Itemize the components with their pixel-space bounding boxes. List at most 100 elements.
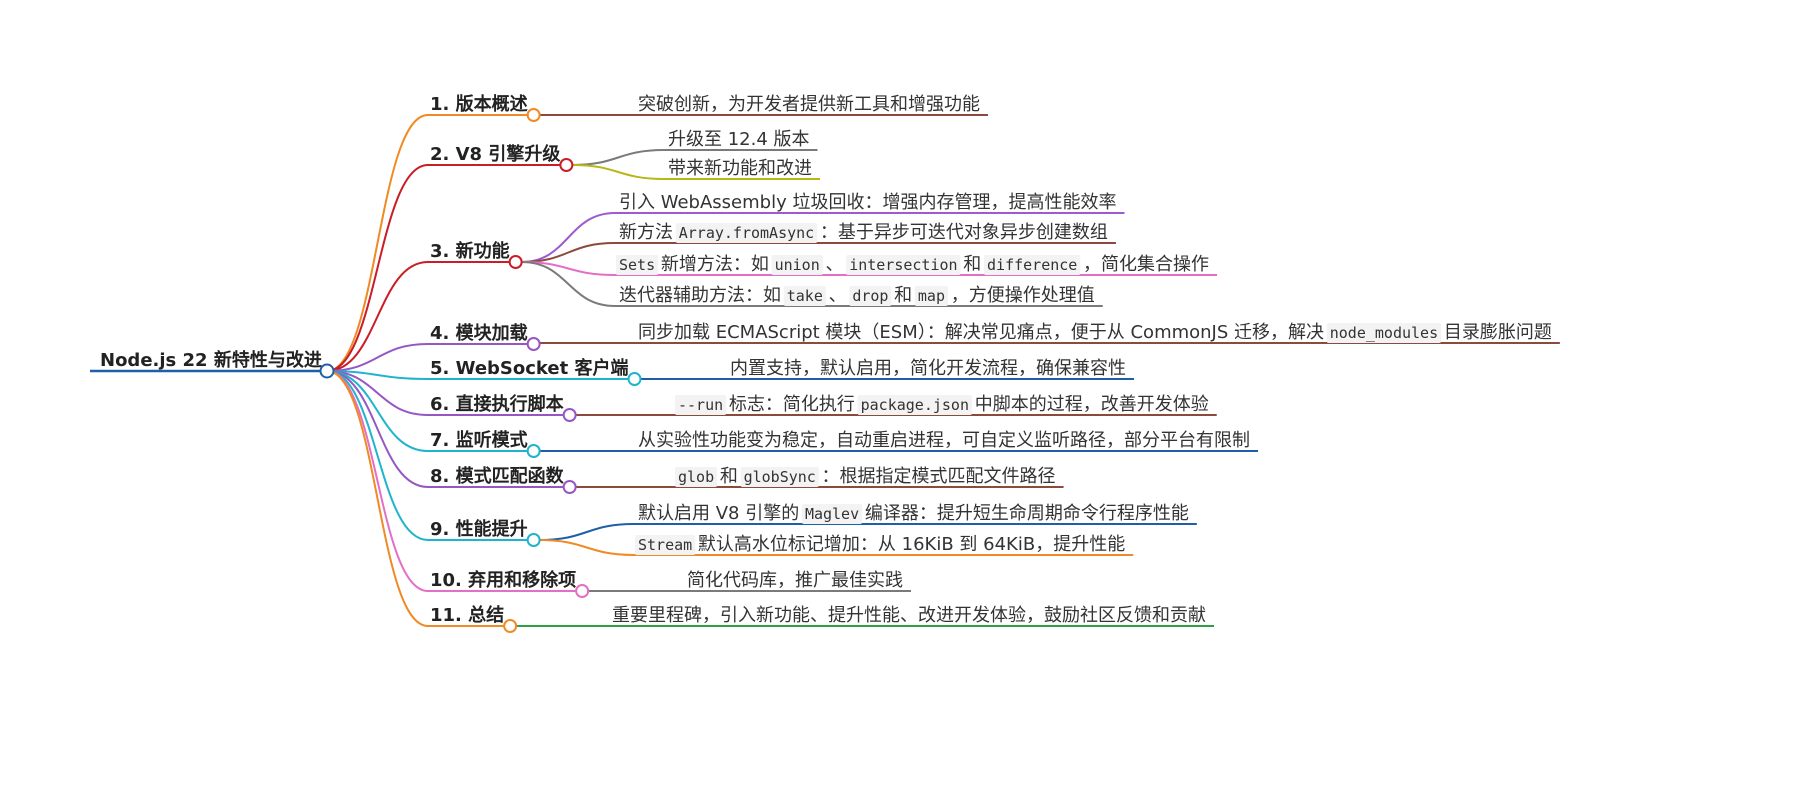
inline-code-background (1326, 323, 1442, 343)
root-to-branch-edge (326, 343, 429, 372)
root-to-branch-edge (326, 370, 429, 627)
branch-node: 5. WebSocket 客户端 (428, 357, 629, 380)
branch-to-leaf-edge (572, 149, 665, 166)
inline-code-background (740, 467, 819, 487)
branch-collapse-circle[interactable] (526, 108, 541, 122)
root-to-branch-edge (326, 370, 429, 452)
leaf-text-part: ，简化集合操作 (1077, 254, 1209, 275)
leaf-text: 重要里程碑，引入新功能、提升性能、改进开发体验，鼓励社区反馈和贡献 (612, 605, 1206, 626)
branch-node: 8. 模式匹配函数 (428, 465, 565, 488)
leaf-node: Stream 默认高水位标记增加：从 16KiB 到 64KiB，提升性能 (635, 534, 1125, 555)
inline-code: --run (678, 396, 723, 414)
inline-code: Stream (638, 536, 692, 554)
leaf-text-part: 升级至 12.4 版本 (668, 129, 810, 150)
branch-node: 9. 性能提升 (428, 518, 528, 541)
inline-code-background (675, 223, 818, 243)
leaf-node: --run 标志：简化执行 package.json 中脚本的过程，改善开发体验 (675, 394, 1209, 415)
leaf-text-part: 突破创新，为开发者提供新工具和增强功能 (638, 94, 980, 115)
inline-code: glob (678, 468, 714, 486)
inline-code-background (857, 395, 972, 415)
root-to-branch-edge (326, 261, 429, 372)
leaf-text-part: 同步加载 ECMAScript 模块（ESM）：解决常见痛点，便于从 Commo… (638, 322, 1330, 343)
branch-collapse-circle[interactable] (562, 480, 577, 494)
leaf-text-part: 引入 WebAssembly 垃圾回收：增强内存管理，提高性能效率 (619, 192, 1116, 213)
branch-to-leaf-edge (521, 212, 616, 263)
inline-code: intersection (849, 256, 957, 274)
branch-collapse-circle[interactable] (526, 337, 541, 351)
branch-to-leaf-edge (539, 523, 635, 541)
leaf-text-part: 、 (823, 285, 852, 306)
leaf-text-part: 重要里程碑，引入新功能、提升性能、改进开发体验，鼓励社区反馈和贡献 (612, 605, 1206, 626)
leaf-text-part: 目录膨胀问题 (1438, 322, 1552, 343)
branch-to-leaf-edge (521, 261, 616, 307)
branch-label: 5. WebSocket 客户端 (430, 357, 629, 379)
leaf-node: 从实验性功能变为稳定，自动重启进程，可自定义监听路径，部分平台有限制 (638, 430, 1250, 451)
root-to-branch-edge (326, 370, 429, 380)
inline-code: package.json (861, 396, 969, 414)
inline-code-background (849, 286, 892, 306)
leaf-node: 迭代器辅助方法：如 take 、 drop 和 map ，方便操作处理值 (619, 285, 1095, 306)
inline-code-background (675, 395, 727, 415)
branch-collapse-circle[interactable] (526, 444, 541, 458)
leaf-text: --run 标志：简化执行 package.json 中脚本的过程，改善开发体验 (678, 394, 1209, 415)
branch-collapse-circle[interactable] (503, 619, 518, 633)
leaf-text: 突破创新，为开发者提供新工具和增强功能 (638, 94, 980, 115)
leaf-text-part: 简化代码库，推广最佳实践 (687, 570, 903, 591)
branch-node: 4. 模块加载 (428, 322, 528, 345)
leaf-text-part: 和 (958, 254, 987, 275)
leaf-text-part: 默认启用 V8 引擎的 (638, 503, 805, 524)
root-collapse-circle[interactable] (319, 363, 335, 379)
branch-label: 4. 模块加载 (430, 322, 528, 344)
leaf-node: 简化代码库，推广最佳实践 (687, 570, 903, 591)
branch-collapse-circle[interactable] (575, 584, 590, 598)
leaf-text-part: 和 (888, 285, 917, 306)
leaf-text-part: 内置支持，默认启用，简化开发流程，确保兼容性 (730, 358, 1126, 379)
inline-code-background (984, 255, 1081, 275)
inline-code-background (616, 255, 659, 275)
inline-code: union (775, 256, 820, 274)
inline-code-background (675, 467, 718, 487)
branch-collapse-circle[interactable] (508, 255, 523, 269)
branch-to-leaf-edge (521, 242, 616, 263)
inline-code-background (914, 286, 948, 306)
inline-code: Maglev (805, 505, 859, 523)
branch-node: 1. 版本概述 (428, 93, 528, 116)
leaf-text: 引入 WebAssembly 垃圾回收：增强内存管理，提高性能效率 (619, 192, 1116, 213)
leaf-text-part: ：根据指定模式匹配文件路径 (816, 466, 1056, 487)
branch-collapse-circle[interactable] (526, 533, 541, 547)
branch-node: 3. 新功能 (428, 240, 510, 263)
inline-code-background (783, 286, 826, 306)
branch-node: 7. 监听模式 (428, 429, 528, 452)
branch-label: 3. 新功能 (430, 240, 510, 262)
inline-code-background (846, 255, 961, 275)
leaf-node: 重要里程碑，引入新功能、提升性能、改进开发体验，鼓励社区反馈和贡献 (612, 605, 1206, 626)
nodes-layer: Node.js 22 新特性与改进1. 版本概述突破创新，为开发者提供新工具和增… (100, 93, 1552, 633)
branch-label: 10. 弃用和移除项 (430, 569, 576, 591)
inline-code: difference (987, 256, 1077, 274)
inline-code: node_modules (1330, 324, 1438, 342)
branch-collapse-circle[interactable] (627, 372, 642, 386)
leaf-node: Sets 新增方法：如 union 、 intersection 和 diffe… (616, 254, 1209, 275)
branch-label: 9. 性能提升 (430, 518, 528, 540)
inline-code-background (635, 535, 696, 555)
leaf-node: 突破创新，为开发者提供新工具和增强功能 (638, 94, 980, 115)
leaf-text: 默认启用 V8 引擎的 Maglev 编译器：提升短生命周期命令行程序性能 (638, 503, 1189, 524)
leaf-text-part: 、 (820, 254, 849, 275)
leaf-node: 升级至 12.4 版本 (668, 129, 810, 150)
leaf-text-part: 和 (714, 466, 743, 487)
inline-code: drop (852, 287, 888, 305)
root-to-branch-edge (326, 370, 429, 488)
root-to-branch-edge (326, 370, 429, 592)
leaf-node: 引入 WebAssembly 垃圾回收：增强内存管理，提高性能效率 (619, 192, 1116, 213)
leaf-text-part: ，方便操作处理值 (945, 285, 1095, 306)
leaf-text-part: 默认高水位标记增加：从 16KiB 到 64KiB，提升性能 (692, 534, 1125, 555)
branch-collapse-circle[interactable] (559, 158, 574, 172)
leaf-text-part: 新增方法：如 (655, 254, 774, 275)
leaf-node: 内置支持，默认启用，简化开发流程，确保兼容性 (730, 358, 1126, 379)
inline-code: Sets (619, 256, 655, 274)
leaf-text: 内置支持，默认启用，简化开发流程，确保兼容性 (730, 358, 1126, 379)
branch-collapse-circle[interactable] (562, 408, 577, 422)
leaf-text-part: 迭代器辅助方法：如 (619, 285, 787, 306)
branch-to-leaf-edge (539, 539, 635, 556)
